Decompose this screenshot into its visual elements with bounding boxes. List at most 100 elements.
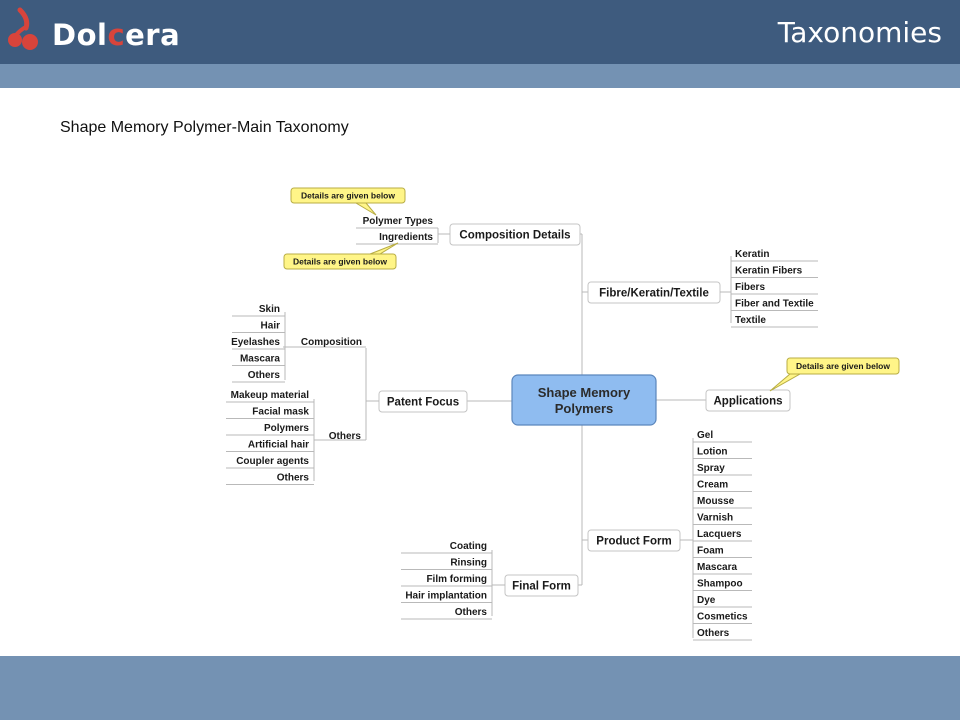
leaf-ingredients-label: Ingredients — [379, 232, 433, 243]
leaf-others-coupler-agents-label: Coupler agents — [236, 456, 309, 467]
node-patent-focus: Patent Focus — [378, 390, 468, 413]
leaf-composition-others-label: Others — [248, 370, 281, 381]
leaf-product-lotion: Lotion — [693, 447, 752, 459]
leaf-others-facial-mask: Facial mask — [226, 407, 314, 419]
leaf-others-artificial-hair-label: Artificial hair — [248, 440, 309, 451]
node-fibre-keratin-textile: Fibre/Keratin/Textile — [587, 281, 721, 304]
leaf-product-others: Others — [693, 628, 752, 641]
leaf-final-others-label: Others — [455, 607, 488, 618]
leaf-product-cream-label: Cream — [697, 480, 728, 491]
logo-mark-icon — [8, 7, 38, 50]
leaf-composition-mascara-label: Mascara — [240, 354, 280, 365]
leaf-polymer-types: Polymer Types — [356, 216, 438, 229]
leaf-ingredients: Ingredients — [356, 232, 438, 245]
leaf-others-coupler-agents: Coupler agents — [226, 456, 314, 469]
node-patent-focus-label: Patent Focus — [387, 397, 459, 409]
node-final-form: Final Form — [504, 574, 579, 597]
leaf-composition-eyelashes: Eyelashes — [231, 337, 285, 350]
leaf-keratin-fibers: Keratin Fibers — [731, 266, 818, 278]
leaf-product-dye: Dye — [693, 595, 752, 608]
node-patent-others: Others — [329, 431, 362, 442]
leaf-product-lacquers: Lacquers — [693, 529, 752, 542]
leaf-others-polymers: Polymers — [226, 423, 314, 436]
callout-ingredients-label: Details are given below — [293, 257, 387, 267]
leaf-final-coating: Coating — [401, 541, 492, 554]
node-product-form-label: Product Form — [596, 536, 671, 548]
leaf-product-foam: Foam — [693, 546, 752, 558]
leaf-composition-skin-label: Skin — [259, 304, 280, 315]
leaf-product-mousse-label: Mousse — [697, 496, 735, 507]
leaf-keratin-label: Keratin — [735, 249, 769, 260]
central-node-label-line1: Shape Memory — [538, 385, 631, 400]
leaf-keratin: Keratin — [731, 249, 818, 262]
leaf-fibers-label: Fibers — [735, 282, 765, 293]
dolcera-logo: Dolcera — [6, 6, 246, 58]
node-composition-details: Composition Details — [449, 223, 581, 246]
leaf-polymer-types-label: Polymer Types — [363, 216, 434, 227]
callout-ingredients: Details are given below — [283, 242, 399, 270]
node-final-form-label: Final Form — [512, 581, 571, 593]
page-title: Taxonomies — [777, 16, 942, 49]
leaf-product-mascara: Mascara — [693, 562, 752, 575]
leaf-composition-others: Others — [232, 370, 285, 383]
header-bar — [0, 0, 960, 64]
leaf-product-gel: Gel — [693, 430, 752, 443]
leaf-keratin-fibers-label: Keratin Fibers — [735, 266, 803, 277]
leaf-fibers: Fibers — [731, 282, 818, 295]
leaf-final-film-forming: Film forming — [401, 574, 492, 587]
leaf-others-facial-mask-label: Facial mask — [252, 407, 309, 418]
leaf-textile: Textile — [731, 315, 818, 328]
logo-wordmark: Dolcera — [52, 18, 181, 52]
callout-polymer-types-label: Details are given below — [301, 191, 395, 201]
leaf-others-makeup-material-label: Makeup material — [231, 390, 310, 401]
leaf-composition-hair: Hair — [232, 321, 285, 333]
leaf-composition-skin: Skin — [232, 304, 285, 317]
leaf-product-spray-label: Spray — [697, 463, 725, 474]
leaf-product-dye-label: Dye — [697, 595, 716, 606]
leaf-others-artificial-hair: Artificial hair — [226, 440, 314, 452]
leaf-product-cosmetics: Cosmetics — [693, 612, 752, 624]
leaf-product-mascara-label: Mascara — [697, 562, 737, 573]
leaf-product-mousse: Mousse — [693, 496, 752, 509]
leaf-fiber-and-textile-label: Fiber and Textile — [735, 299, 814, 310]
leaf-final-film-forming-label: Film forming — [426, 574, 487, 585]
leaf-product-varnish-label: Varnish — [697, 513, 733, 524]
leaf-product-spray: Spray — [693, 463, 752, 476]
leaf-others-makeup-material: Makeup material — [226, 390, 314, 403]
leaf-final-coating-label: Coating — [450, 541, 487, 552]
leaf-composition-hair-label: Hair — [261, 321, 281, 332]
leaf-product-shampoo: Shampoo — [693, 579, 752, 591]
leaf-product-lotion-label: Lotion — [697, 447, 728, 458]
node-applications-label: Applications — [713, 396, 782, 408]
slide-subtitle: Shape Memory Polymer-Main Taxonomy — [60, 119, 349, 136]
leaf-product-varnish: Varnish — [693, 513, 752, 525]
central-node-label-line2: Polymers — [555, 401, 614, 416]
leaf-final-rinsing-label: Rinsing — [450, 558, 487, 569]
leaf-others-others: Others — [226, 473, 314, 485]
callout-polymer-types: Details are given below — [290, 187, 406, 216]
leaf-product-foam-label: Foam — [697, 546, 724, 557]
header-accent-band — [0, 64, 960, 88]
leaf-textile-label: Textile — [735, 315, 766, 326]
leaf-fiber-and-textile: Fiber and Textile — [731, 299, 818, 311]
leaf-composition-eyelashes-label: Eyelashes — [231, 337, 280, 348]
leaf-final-hair-implantation-label: Hair implantation — [405, 591, 487, 602]
node-fibre-keratin-textile-label: Fibre/Keratin/Textile — [599, 288, 709, 300]
leaf-product-cosmetics-label: Cosmetics — [697, 612, 748, 623]
leaf-others-others-label: Others — [277, 473, 310, 484]
node-composition-details-label: Composition Details — [459, 230, 570, 242]
leaf-final-rinsing: Rinsing — [401, 558, 492, 570]
node-product-form: Product Form — [587, 529, 681, 552]
leaf-product-shampoo-label: Shampoo — [697, 579, 743, 590]
node-patent-composition: Composition — [301, 337, 362, 348]
footer-band — [0, 656, 960, 720]
leaf-final-others: Others — [401, 607, 492, 620]
leaf-product-lacquers-label: Lacquers — [697, 529, 742, 540]
leaf-product-others-label: Others — [697, 628, 730, 639]
callout-applications-label: Details are given below — [796, 361, 890, 371]
leaf-product-gel-label: Gel — [697, 430, 713, 441]
leaf-final-hair-implantation: Hair implantation — [401, 591, 492, 603]
callout-applications: Details are given below — [769, 357, 900, 392]
